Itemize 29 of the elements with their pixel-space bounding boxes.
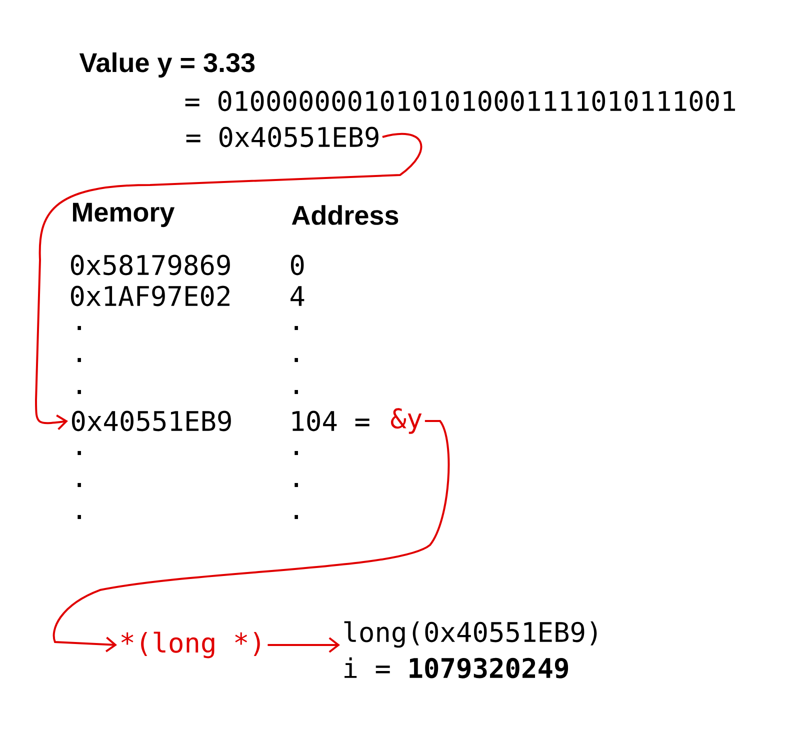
ellipsis-dot: . [78,451,81,456]
memory-value: 0x1AF97E02 [70,286,230,306]
ellipsis-dot: . [294,515,298,520]
title-text: Value y = 3.33 [79,52,255,78]
ellipsis-dot: . [78,390,81,394]
address-value: 0 [290,254,304,276]
ellipsis-dot: . [78,326,81,330]
ellipsis-dot: . [294,358,298,362]
address-value: 104 = [292,410,370,432]
column-header: Memory [73,202,175,228]
ellipsis-dot: . [78,358,81,362]
memory-value: 0x58179869 [70,254,230,276]
arrow [35,133,422,430]
address-of-label: &y [390,408,422,434]
address-value: 4 [290,286,304,306]
memory-value: 0x40551EB9 [72,410,231,432]
arrow [52,420,450,652]
binary-value: = 01000000010101010001111010111001 [185,90,735,112]
ellipsis-dot: . [294,326,298,330]
result-text: long(0x40551EB9) i = 1079320249 [344,621,597,678]
arrow [268,637,340,653]
ellipsis-dot: . [294,483,298,488]
hex-value: = 0x40551EB9 [186,126,378,148]
ellipsis-dot: . [78,483,81,488]
ellipsis-dot: . [294,451,298,456]
ellipsis-dot: . [78,515,81,520]
ellipsis-dot: . [294,390,298,394]
column-header: Address [292,205,398,225]
cast-label: *(long *) [121,632,260,658]
